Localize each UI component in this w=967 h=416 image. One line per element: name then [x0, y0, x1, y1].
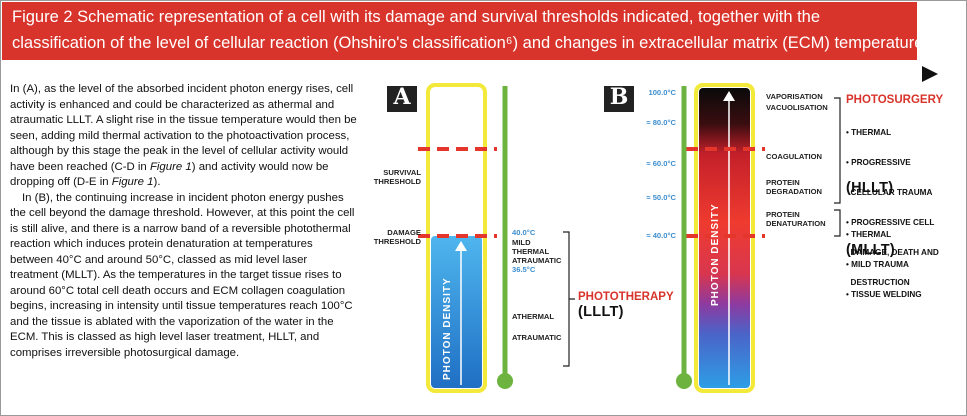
mllt-item: • MILD TRAUMA — [846, 260, 909, 269]
hllt-item: • PROGRESSIVE CELL — [846, 218, 935, 227]
mild-thermal-label: MILD THERMAL ATRAUMATIC — [512, 238, 562, 265]
figure-caption-header: Figure 2 Schematic representation of a c… — [2, 2, 923, 60]
caption-line-1: Figure 2 Schematic representation of a c… — [12, 8, 821, 26]
temp-80-label: ≈ 80.0°C — [646, 118, 676, 127]
temp-60-label: ≈ 60.0°C — [646, 159, 676, 168]
lllt-label: (LLLT) — [578, 304, 624, 320]
phototherapy-heading: PHOTOTHERAPY — [578, 291, 674, 303]
temp-50-label: ≈ 50.0°C — [646, 193, 676, 202]
photosurgery-heading: PHOTOSURGERY — [846, 94, 944, 106]
mllt-item: • THERMAL — [846, 230, 892, 239]
temp-36-label: 36.5°C — [512, 265, 536, 274]
temp-100-label: 100.0°C — [648, 88, 676, 97]
damage-threshold-label: DAMAGE THRESHOLD — [373, 228, 421, 246]
protein-degradation-label: PROTEIN DEGRADATION — [766, 178, 822, 196]
mllt-list: • THERMAL • MILD TRAUMA • TISSUE WELDING — [846, 210, 922, 310]
figure-ref: Figure 1 — [149, 160, 192, 173]
hllt-item: DAMAGE, DEATH AND — [846, 248, 939, 257]
atraumatic-label: ATRAUMATIC — [512, 333, 562, 342]
coagulation-label: COAGULATION — [766, 152, 822, 161]
temp-40-label-b: ≈ 40.0°C — [646, 231, 676, 240]
survival-threshold-label: SURVIVAL THRESHOLD — [373, 168, 421, 186]
hllt-item: DESTRUCTION — [846, 278, 910, 287]
vacuolisation-label: VACUOLISATION — [766, 103, 828, 112]
hllt-item: • PROGRESSIVE — [846, 158, 911, 167]
badge-b: B — [609, 84, 629, 110]
corner-arrow-icon — [922, 66, 938, 82]
hllt-list: • THERMAL • PROGRESSIVE CELLULAR TRAUMA … — [846, 108, 939, 298]
body-text: In (A), as the level of the absorbed inc… — [10, 82, 358, 361]
mllt-item: • TISSUE WELDING — [846, 290, 922, 299]
temp-40-label-a: 40.0°C — [512, 228, 536, 237]
mllt-label: (MLLT) — [846, 242, 896, 258]
paragraph-b: In (B), the continuing increase in incid… — [10, 191, 355, 359]
badge-a: A — [393, 84, 411, 110]
protein-denaturation-label: PROTEIN DENATURATION — [766, 210, 826, 228]
figure-ref: Figure 1 — [111, 176, 154, 188]
photon-density-label-b: PHOTON DENSITY — [710, 203, 721, 306]
vaporisation-label: VAPORISATION — [766, 92, 823, 101]
caption-line-2: classification of the level of cellular … — [12, 34, 924, 52]
hllt-label: (HLLT) — [846, 180, 894, 196]
photon-density-label-a: PHOTON DENSITY — [442, 277, 453, 380]
paragraph-a: In (A), as the level of the absorbed inc… — [10, 83, 357, 188]
hllt-item: CELLULAR TRAUMA — [846, 188, 933, 197]
athermal-label: ATHERMAL — [512, 312, 555, 321]
hllt-item: • THERMAL — [846, 128, 892, 137]
